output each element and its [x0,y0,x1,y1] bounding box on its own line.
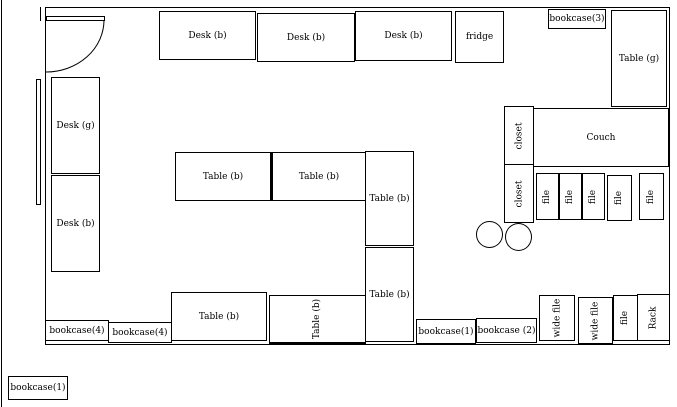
wide-file-1: wide file [539,295,575,341]
label: Desk (b) [286,32,326,43]
couch: Couch [533,108,669,167]
label: bookcase(3) [549,14,605,24]
table-bottom-rotated: Table (b) [269,295,366,344]
label: Table (b) [202,171,244,182]
desk-top-1: Desk (b) [159,11,256,60]
label: file [588,189,599,204]
label: Desk (b) [384,31,423,41]
file-4: file [607,175,632,221]
closet-2: closet [504,164,534,223]
label: Couch [586,132,616,143]
label: Desk (b) [56,218,95,229]
room-wall [45,7,670,345]
label: Desk (g) [56,120,95,131]
label: wide file [590,301,601,340]
label: closet [514,122,524,149]
desk-top-3: Desk (b) [355,11,452,61]
table-g: Table (g) [611,10,667,107]
file-2: file [559,173,582,220]
table-mid-2: Table (b) [271,152,366,201]
round-stool-1 [476,221,503,248]
file-bottom: file [613,295,638,341]
label: Table (b) [312,298,323,340]
label: Table (g) [618,53,660,64]
label: Table (b) [369,193,410,204]
window [36,79,41,205]
file-5: file [639,173,664,220]
file-3: file [582,173,605,220]
file-1: file [536,173,559,220]
bookcase-1: bookcase(1) [416,319,476,344]
table-mid-1: Table (b) [175,152,271,201]
rack: Rack [637,294,670,341]
fridge: fridge [455,11,504,63]
round-stool-2 [505,223,532,251]
door-jamb [40,7,41,21]
bookcase-3: bookcase(3) [548,9,606,29]
label: fridge [465,32,494,42]
closet-1: closet [504,106,534,165]
door-panel [46,16,105,21]
label: bookcase(1) [10,383,66,393]
label: wide file [552,298,562,338]
label: Table (b) [198,311,240,322]
label: closet [514,180,524,207]
label: Rack [648,306,659,329]
wide-file-2: wide file [578,297,613,344]
label: file [565,189,576,204]
table-mid-3: Table (b) [365,151,414,246]
label: bookcase(4) [112,327,168,338]
label: bookcase(4) [49,325,105,336]
bookcase-4b: bookcase(4) [108,322,172,343]
label: Table (b) [369,289,410,300]
table-bottom: Table (b) [171,292,267,341]
desk-left-b: Desk (b) [51,175,100,272]
table-mid-4: Table (b) [365,247,414,342]
desk-top-2: Desk (b) [257,13,355,62]
label: bookcase(1) [418,326,474,337]
label: file [542,189,553,204]
bookcase-2: bookcase (2) [476,318,537,343]
label: file [620,310,631,326]
label: file [646,189,657,204]
desk-g: Desk (g) [51,77,100,174]
bookcase-4a: bookcase(4) [45,320,109,341]
label: Desk (b) [188,30,227,41]
label: Table (b) [298,171,340,182]
edge-line [1,0,2,407]
label: file [614,190,625,206]
bookcase-outside: bookcase(1) [8,376,68,400]
label: bookcase (2) [477,325,536,336]
